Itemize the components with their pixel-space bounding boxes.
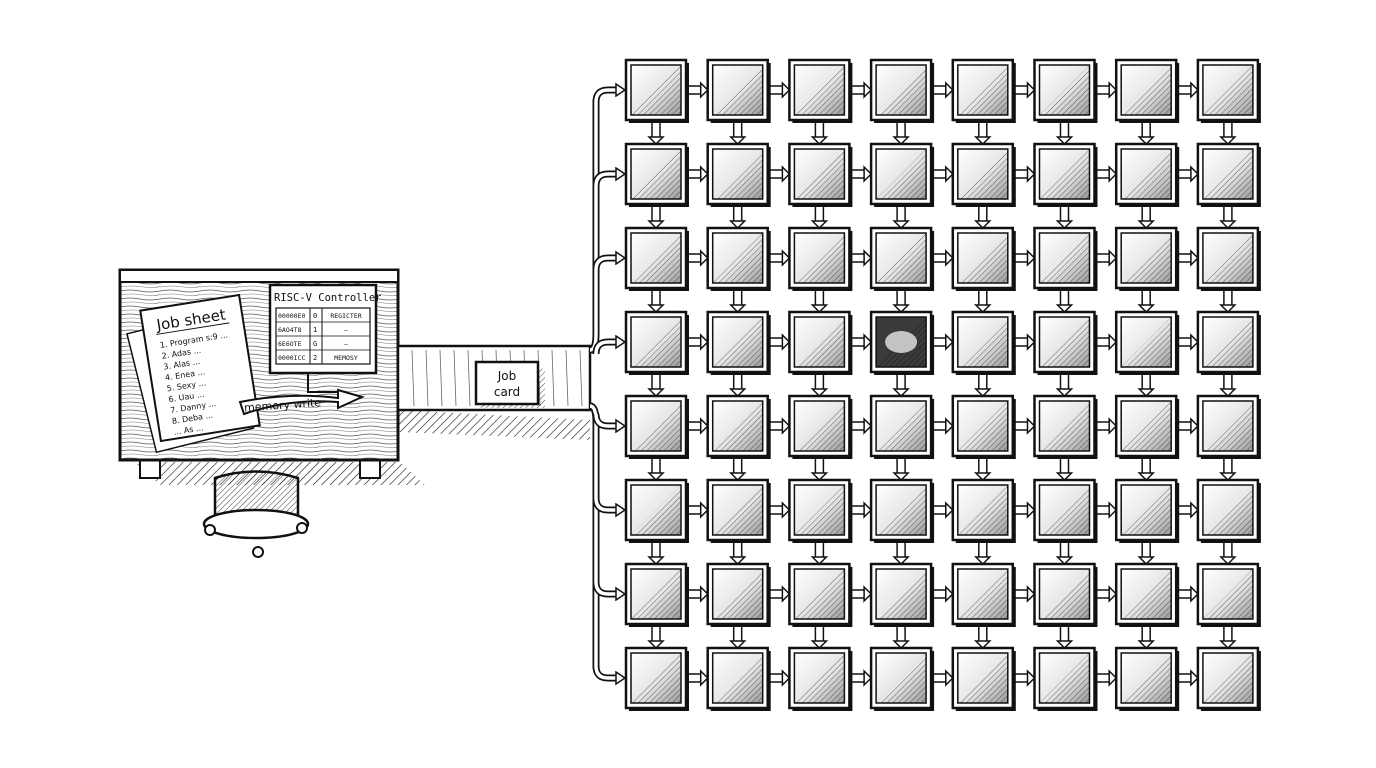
job-card: Job card: [474, 360, 545, 408]
controller-cell-index: 1: [313, 326, 317, 334]
distribution-pipes: [589, 82, 627, 686]
processing-element: [869, 226, 935, 291]
conveyor-bus: Job card: [396, 344, 592, 440]
processing-element: [869, 646, 935, 711]
processing-element-active: [869, 310, 935, 375]
controller-cell-register: —: [344, 326, 348, 334]
processing-element: [1033, 562, 1098, 627]
processing-element: [951, 142, 1016, 207]
processing-element: [1196, 58, 1261, 123]
job-card-line1: Job: [497, 369, 517, 383]
processing-element: [951, 58, 1016, 123]
memory-write-label: memory write: [244, 396, 322, 414]
processing-element: [1114, 58, 1180, 123]
processing-element: [788, 58, 853, 123]
controller-cell-addr: 6AO4T8: [278, 326, 302, 334]
processing-element: [788, 142, 853, 207]
controller-cell-addr: 00000E0: [278, 312, 305, 320]
processing-element: [788, 226, 853, 291]
processing-element: [706, 142, 771, 207]
processing-element: [1114, 394, 1180, 459]
processing-element: [1033, 646, 1098, 711]
processing-element: [1114, 310, 1180, 375]
processing-element: [624, 646, 689, 711]
riscv-controller: RISC-V Controller 00000E0 0 REGICTER 6AO4T8…: [268, 283, 381, 375]
processing-element: [624, 58, 689, 123]
controller-register-table: 00000E0 0 REGICTER 6AO4T8 1 — 6E6OTE G — 0000ICC 2…: [275, 307, 371, 365]
chair: [202, 470, 310, 558]
processing-element: [1196, 562, 1261, 627]
processing-element: [1033, 226, 1098, 291]
processing-element: [788, 310, 853, 375]
processing-element: [951, 646, 1016, 711]
processing-element: [951, 478, 1016, 543]
processing-element: [951, 562, 1016, 627]
processing-element: [788, 394, 853, 459]
processing-element: [624, 478, 689, 543]
processing-element: [788, 646, 853, 711]
processing-element: [1196, 478, 1261, 543]
controller-cell-addr: 6E6OTE: [278, 340, 302, 348]
processing-element: [624, 142, 689, 207]
processing-element: [1114, 478, 1180, 543]
processing-element: [706, 226, 771, 291]
processing-element: [869, 562, 935, 627]
processing-element: [788, 562, 853, 627]
processing-element: [706, 478, 771, 543]
controller-title: RISC-V Controller: [274, 292, 381, 304]
controller-cell-register: MEMOSY: [334, 354, 358, 362]
processing-element: [788, 478, 853, 543]
processing-element: [624, 226, 689, 291]
processing-element: [624, 562, 689, 627]
processing-element: [1033, 394, 1098, 459]
memory-write-arrow: memory write: [238, 374, 365, 416]
processing-element: [1033, 142, 1098, 207]
processing-element: [951, 226, 1016, 291]
processing-element: [1196, 142, 1261, 207]
processing-element: [706, 58, 771, 123]
processing-element: [1196, 226, 1261, 291]
processing-element: [1033, 310, 1098, 375]
processing-element: [1196, 646, 1261, 711]
processing-element: [624, 394, 689, 459]
controller-cell-register: —: [344, 340, 348, 348]
controller-cell-addr: 0000ICC: [278, 354, 305, 362]
processing-element: [869, 478, 935, 543]
processing-element: [706, 394, 771, 459]
controller-cell-index: 2: [313, 354, 317, 362]
processing-element: [706, 562, 771, 627]
processing-element: [1196, 310, 1261, 375]
processing-element: [869, 142, 935, 207]
processing-element: [869, 394, 935, 459]
processing-element: [1196, 394, 1261, 459]
processing-element: [706, 646, 771, 711]
processing-element: [951, 310, 1016, 375]
processing-element: [1114, 142, 1180, 207]
processing-element: [1114, 562, 1180, 627]
desk: Job sheet 1. Program s:9 ...2. Adas ...3…: [118, 268, 425, 558]
desk-leg-left: [139, 459, 161, 479]
processing-element: [1033, 58, 1098, 123]
processing-element: [1114, 646, 1180, 711]
processing-element: [1033, 478, 1098, 543]
processing-element-grid: [624, 58, 1261, 711]
desk-leg-right: [359, 459, 381, 479]
job-card-line2: card: [494, 385, 520, 399]
job-sheet: Job sheet 1. Program s:9 ...2. Adas ...3…: [126, 293, 261, 454]
processing-element: [869, 58, 935, 123]
processing-element: [951, 394, 1016, 459]
processing-element: [624, 310, 689, 375]
processing-element: [706, 310, 771, 375]
controller-cell-register: REGICTER: [330, 312, 361, 320]
processing-element: [1114, 226, 1180, 291]
controller-cell-index: G: [313, 340, 317, 348]
controller-cell-index: 0: [313, 312, 317, 320]
